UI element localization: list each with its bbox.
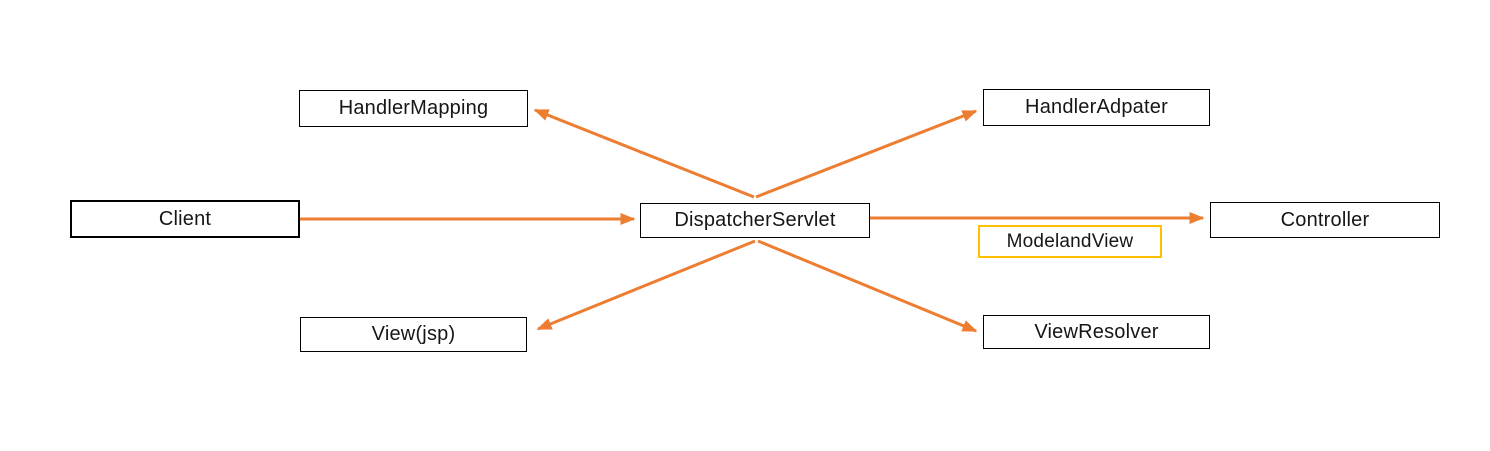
node-client-label: Client xyxy=(158,207,212,230)
node-client: Client xyxy=(70,200,300,238)
node-handler-adpater: HandlerAdpater xyxy=(983,89,1210,126)
node-handler-mapping-label: HandlerMapping xyxy=(338,97,489,119)
node-controller-label: Controller xyxy=(1280,208,1370,231)
node-handler-mapping: HandlerMapping xyxy=(299,90,528,127)
arrow-dispatcherservlet-to-viewresolver xyxy=(757,239,978,333)
arrow-dispatcherservlet-to-handleradpater xyxy=(755,109,978,199)
arrow-dispatcherservlet-to-viewjsp xyxy=(536,239,756,331)
node-dispatcher-servlet: DispatcherServlet xyxy=(640,203,870,238)
node-modeland-view-label: ModelandView xyxy=(1006,230,1134,252)
node-modeland-view: ModelandView xyxy=(978,225,1162,258)
node-view-resolver: ViewResolver xyxy=(983,315,1210,349)
node-view-jsp: View(jsp) xyxy=(300,317,527,352)
node-view-resolver-label: ViewResolver xyxy=(1034,320,1159,343)
node-handler-adpater-label: HandlerAdpater xyxy=(1025,96,1168,118)
node-dispatcher-servlet-label: DispatcherServlet xyxy=(674,209,836,231)
node-controller: Controller xyxy=(1210,202,1440,238)
arrow-dispatcherservlet-to-handlermapping xyxy=(533,108,755,199)
node-view-jsp-label: View(jsp) xyxy=(371,323,456,345)
